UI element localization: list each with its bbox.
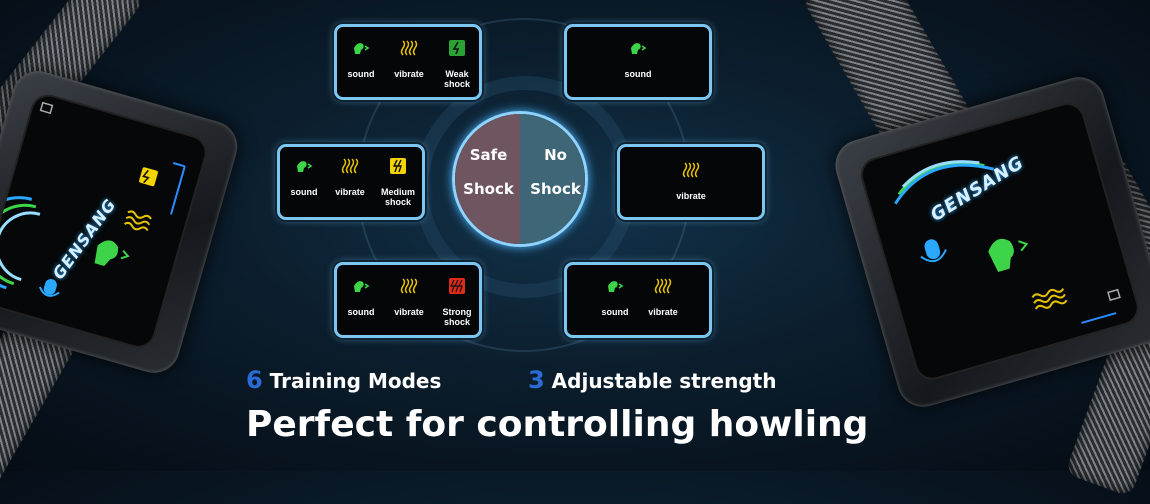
- card-label: vibrate: [335, 187, 365, 197]
- left-screen-graphics: [0, 101, 186, 297]
- card-slot: vibrate: [671, 161, 711, 201]
- left-device-screen: GENSANG: [0, 90, 211, 352]
- right-screen-graphics: [894, 160, 1121, 324]
- safe-shock-half: [455, 114, 520, 244]
- vibrate-icon: [400, 278, 418, 294]
- mode-card-sound-vibrate-strong: sound vibrate Strong shock: [334, 262, 482, 338]
- card-slot: vibrate: [389, 277, 429, 317]
- card-label: vibrate: [648, 307, 678, 317]
- card-slot: Medium shock: [378, 157, 418, 207]
- card-label: Weak shock: [443, 69, 470, 89]
- no-shock-label: Shock: [530, 180, 581, 198]
- safe-label: Safe: [469, 146, 508, 164]
- card-label: sound: [347, 69, 375, 79]
- sound-icon: [354, 43, 370, 54]
- mode-card-sound-vibrate: sound vibrate: [564, 262, 712, 338]
- card-slot: Weak shock: [437, 39, 477, 89]
- sound-icon: [354, 281, 370, 292]
- card-label: Medium shock: [380, 187, 415, 207]
- mode-card-vibrate: vibrate: [617, 144, 765, 220]
- vibrate-icon: [654, 278, 672, 294]
- strength-text: Adjustable strength: [551, 369, 777, 393]
- mode-selector: Safe Shock No Shock: [452, 111, 588, 247]
- card-label: vibrate: [676, 191, 706, 201]
- mode-card-sound-vibrate-weak: sound vibrate Weak shock: [334, 24, 482, 100]
- card-slot: Strong shock: [437, 277, 477, 327]
- right-collar-device: GENSANG: [829, 71, 1150, 413]
- sound-icon: [631, 43, 647, 54]
- card-label: vibrate: [394, 307, 424, 317]
- card-label: sound: [601, 307, 629, 317]
- vibrate-icon: [341, 158, 359, 174]
- card-slot: sound: [341, 39, 381, 79]
- no-shock-half: [520, 114, 585, 244]
- safe-shock-label: Shock: [463, 180, 514, 198]
- card-slot: sound: [284, 157, 324, 197]
- shock-icon: [449, 40, 465, 56]
- strength-line: 3 Adjustable strength: [528, 366, 776, 394]
- modes-count: 6: [246, 366, 263, 394]
- modes-text: Training Modes: [269, 369, 442, 393]
- card-label: sound: [624, 69, 652, 79]
- card-slot: sound: [595, 277, 635, 317]
- vibrate-icon: [682, 162, 700, 178]
- mode-card-sound-vibrate-medium: sound vibrate Medium shock: [277, 144, 425, 220]
- mode-card-sound: sound: [564, 24, 712, 100]
- card-slot: vibrate: [389, 39, 429, 79]
- strength-count: 3: [528, 366, 545, 394]
- card-slot: vibrate: [330, 157, 370, 197]
- card-label: Strong shock: [442, 307, 472, 327]
- card-slot: vibrate: [643, 277, 683, 317]
- sound-icon: [608, 281, 624, 292]
- tagline: Perfect for controlling howling: [246, 404, 869, 445]
- sound-icon: [297, 161, 313, 172]
- card-label: vibrate: [394, 69, 424, 79]
- right-device-screen: GENSANG: [856, 98, 1143, 384]
- shock-icon: [449, 278, 465, 294]
- shock-icon: [390, 158, 406, 174]
- card-slot: sound: [618, 39, 658, 79]
- card-label: sound: [290, 187, 318, 197]
- left-collar-device: GENSANG: [0, 65, 244, 379]
- card-slot: sound: [341, 277, 381, 317]
- training-modes-line: 6 Training Modes: [246, 366, 441, 394]
- vibrate-icon: [400, 40, 418, 56]
- no-label: No: [544, 146, 567, 164]
- card-label: sound: [347, 307, 375, 317]
